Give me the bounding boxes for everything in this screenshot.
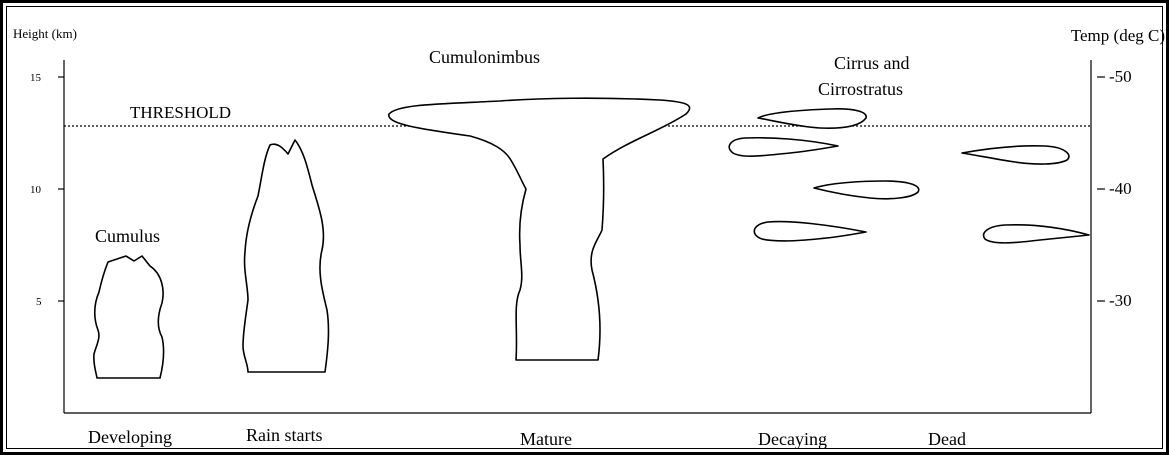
threshold-label: THRESHOLD <box>130 103 231 122</box>
left-axis-title: Height (km) <box>13 26 77 41</box>
left-tick-label: 15 <box>30 72 42 84</box>
right-tick-label: -30 <box>1109 291 1132 310</box>
cirrus-lens <box>758 109 866 128</box>
stage-label-rain-starts: Rain starts <box>246 425 323 445</box>
stage-label-developing: Developing <box>88 427 172 447</box>
cumulonimbus-label: Cumulonimbus <box>429 47 540 67</box>
stage-label-mature: Mature <box>520 429 572 449</box>
right-tick-label: -50 <box>1109 67 1132 86</box>
cumulus-label: Cumulus <box>95 226 160 246</box>
cirrus-label-line1: Cirrus and <box>834 53 910 73</box>
cirrus-lens <box>729 138 838 156</box>
cumulus-cloud <box>94 256 164 378</box>
cirrus-lens <box>984 225 1089 243</box>
left-tick-label: 5 <box>36 296 42 308</box>
cirrus-lens <box>962 146 1069 164</box>
right-tick-label: -40 <box>1109 179 1132 198</box>
cirrus-label-line2: Cirrostratus <box>818 79 903 99</box>
stage-label-decaying: Decaying <box>758 429 827 449</box>
cumulonimbus-cloud <box>389 98 690 360</box>
cirrus-lens <box>754 222 866 241</box>
right-axis-title: Temp (deg C) <box>1071 26 1165 45</box>
stage-label-dead: Dead <box>928 429 966 449</box>
towering-cumulus-cloud <box>243 140 328 372</box>
cirrus-lens <box>814 181 919 199</box>
left-tick-label: 10 <box>30 184 42 196</box>
